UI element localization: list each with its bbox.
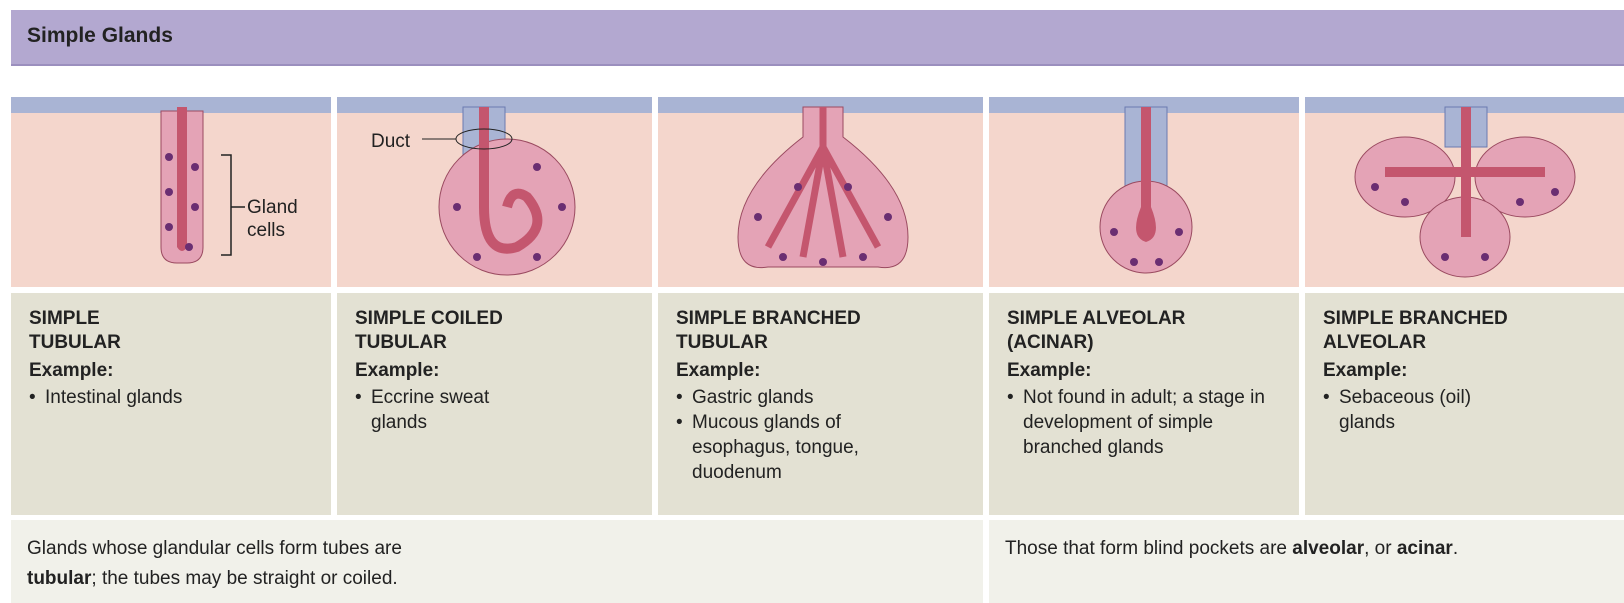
example-item: Eccrine sweat glands <box>355 385 515 435</box>
note-term: alveolar <box>1292 538 1364 559</box>
example-item: Gastric glands <box>676 385 896 410</box>
example-label: Example: <box>676 359 965 383</box>
illustration-simple-branched-alveolar <box>1305 97 1624 287</box>
note-text: Those that form blind pockets are <box>1005 538 1292 559</box>
example-item: Mucous glands of esophagus, tongue, duod… <box>676 410 896 485</box>
note-term: acinar <box>1397 538 1453 559</box>
card-simple-alveolar: SIMPLE ALVEOLAR (ACINAR) Example: Not fo… <box>989 293 1299 515</box>
card-simple-branched-tubular: SIMPLE BRANCHED TUBULAR Example: Gastric… <box>658 293 983 515</box>
note-text: Glands whose glandular cells form tubes … <box>27 538 402 559</box>
note-alveolar: Those that form blind pockets are alveol… <box>989 520 1624 603</box>
illustration-simple-tubular <box>11 97 331 287</box>
header-bar: Simple Glands <box>11 10 1624 66</box>
card-simple-tubular: SIMPLE TUBULAR Example: Intestinal gland… <box>11 293 331 515</box>
example-label: Example: <box>1323 359 1606 383</box>
gland-cells-label: Gland cells <box>247 196 298 242</box>
illustration-simple-alveolar <box>989 97 1299 287</box>
example-label: Example: <box>1007 359 1281 383</box>
duct-label: Duct <box>371 130 410 153</box>
gland-type-title: SIMPLE BRANCHED TUBULAR <box>676 307 965 355</box>
example-item: Not found in adult; a stage in developme… <box>1007 385 1279 460</box>
illustration-simple-coiled-tubular <box>337 97 652 287</box>
note-text: ; the tubes may be straight or coiled. <box>91 568 397 589</box>
note-text: . <box>1453 538 1458 559</box>
example-item: Sebaceous (oil) glands <box>1323 385 1493 435</box>
gland-type-title: SIMPLE ALVEOLAR (ACINAR) <box>1007 307 1281 355</box>
example-label: Example: <box>29 359 313 383</box>
gland-type-title: SIMPLE TUBULAR <box>29 307 313 355</box>
example-item: Intestinal glands <box>29 385 313 410</box>
card-simple-branched-alveolar: SIMPLE BRANCHED ALVEOLAR Example: Sebace… <box>1305 293 1624 515</box>
gland-type-title: SIMPLE BRANCHED ALVEOLAR <box>1323 307 1606 355</box>
note-term: tubular <box>27 568 91 589</box>
page-title: Simple Glands <box>27 24 173 48</box>
illustration-simple-branched-tubular <box>658 97 983 287</box>
example-label: Example: <box>355 359 634 383</box>
card-simple-coiled-tubular: SIMPLE COILED TUBULAR Example: Eccrine s… <box>337 293 652 515</box>
note-text: , or <box>1364 538 1397 559</box>
gland-type-title: SIMPLE COILED TUBULAR <box>355 307 634 355</box>
note-tubular: Glands whose glandular cells form tubes … <box>11 520 983 603</box>
